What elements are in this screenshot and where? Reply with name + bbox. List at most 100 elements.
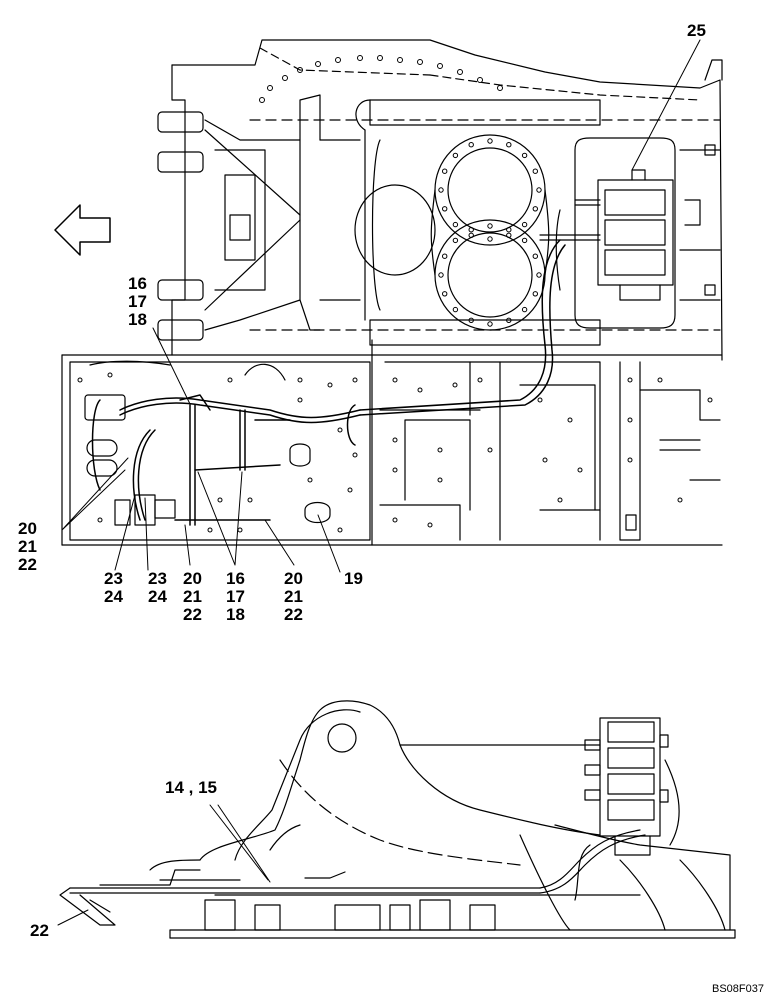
bolt-hole — [677, 497, 683, 503]
bolt-hole — [392, 437, 398, 443]
swing-gear-holes — [438, 138, 542, 327]
bolt-hole — [452, 221, 459, 228]
side-view-floor — [59, 829, 646, 931]
bolt-hole — [297, 397, 303, 403]
bolt-hole — [307, 477, 313, 483]
bolt-hole — [477, 377, 483, 383]
bolt-hole — [442, 168, 448, 174]
bolt-hole — [707, 397, 713, 403]
bolt-hole — [468, 227, 474, 233]
control-valve-top — [539, 137, 721, 329]
bolt-hole — [506, 232, 512, 239]
swing-gear-rings — [430, 134, 550, 331]
bolt-hole — [468, 142, 474, 148]
valve-to-floor-hoses — [346, 239, 566, 446]
bolt-hole — [437, 477, 443, 483]
bolt-hole — [237, 527, 243, 533]
bolt-hole — [521, 306, 528, 313]
bolt-hole — [442, 253, 448, 259]
bolt-hole — [437, 447, 443, 453]
bolt-hole — [417, 387, 423, 393]
bolt-hole — [442, 291, 448, 297]
bolt-hole — [657, 377, 663, 383]
bolt-hole — [532, 206, 538, 212]
bolt-hole — [521, 221, 528, 228]
bolt-hole — [352, 452, 358, 458]
bolt-hole — [337, 527, 343, 533]
left-arrow-icon — [54, 204, 111, 256]
bolt-hole — [487, 447, 493, 453]
side-view-frame — [149, 700, 736, 939]
bolt-hole — [627, 457, 633, 463]
bolt-hole — [542, 457, 548, 463]
bolt-hole — [487, 138, 493, 144]
bolt-hole — [207, 527, 213, 533]
bolt-hole — [438, 272, 444, 278]
bolt-hole — [536, 187, 542, 193]
floor-bolt-holes — [77, 372, 713, 533]
bolt-hole — [77, 377, 83, 383]
callout-22: 22 — [30, 921, 49, 940]
bolt-hole — [442, 206, 448, 212]
bolt-hole — [487, 321, 493, 327]
bolt-hole — [532, 253, 538, 259]
bolt-hole — [227, 377, 233, 383]
drawing-code: BS08F037 — [712, 983, 764, 995]
bolt-hole — [438, 187, 444, 193]
callout-20-21-22-right: 20 21 22 — [284, 569, 303, 624]
callout-19: 19 — [344, 569, 363, 588]
bolt-hole — [217, 497, 223, 503]
cab-floor-plate — [61, 339, 723, 546]
bolt-hole — [392, 377, 398, 383]
bolt-hole — [557, 497, 563, 503]
bolt-hole — [452, 237, 459, 244]
callout-23-24-a: 23 24 — [104, 569, 123, 606]
bolt-hole — [521, 152, 528, 159]
bolt-hole — [627, 417, 633, 423]
center-body — [319, 99, 601, 346]
bolt-hole — [107, 372, 113, 378]
bolt-hole — [297, 377, 303, 383]
callout-25: 25 — [687, 21, 706, 40]
bolt-hole — [537, 397, 543, 403]
bolt-hole — [506, 227, 512, 233]
bolt-hole — [468, 317, 474, 323]
bolt-hole — [327, 382, 333, 388]
bolt-hole — [247, 497, 253, 503]
bolt-hole — [532, 291, 538, 297]
bolt-hole — [532, 168, 538, 174]
frame-bolt-holes — [259, 55, 503, 103]
bolt-hole — [536, 272, 542, 278]
upper-frame-outline — [171, 39, 723, 361]
bolt-hole — [452, 382, 458, 388]
bolt-hole — [392, 467, 398, 473]
bolt-hole — [452, 306, 459, 313]
boom-bosses — [157, 94, 321, 341]
callout-16-17-18-bottom: 16 17 18 — [226, 569, 245, 624]
bolt-hole — [627, 377, 633, 383]
bolt-hole — [577, 467, 583, 473]
floor-hoses — [91, 394, 361, 526]
bolt-hole — [452, 152, 459, 159]
bolt-hole — [337, 427, 343, 433]
bolt-hole — [506, 317, 512, 323]
bolt-hole — [506, 142, 512, 148]
bolt-hole — [487, 223, 493, 229]
callout-20-21-22-mid: 20 21 22 — [183, 569, 202, 624]
bolt-hole — [97, 517, 103, 523]
bolt-hole — [521, 237, 528, 244]
callout-20-21-22-left: 20 21 22 — [18, 519, 37, 574]
pilot-valve-blocks — [84, 394, 176, 526]
control-valve-side — [574, 717, 680, 901]
bolt-hole — [392, 517, 398, 523]
bolt-hole — [427, 522, 433, 528]
callout-16-17-18-top: 16 17 18 — [128, 274, 147, 329]
bolt-hole — [352, 377, 358, 383]
callout-14-15: 14 , 15 — [165, 778, 217, 797]
leader-lines — [61, 39, 701, 573]
bolt-hole — [487, 236, 493, 242]
side-view-leaders — [57, 804, 271, 926]
bolt-hole — [468, 232, 474, 239]
